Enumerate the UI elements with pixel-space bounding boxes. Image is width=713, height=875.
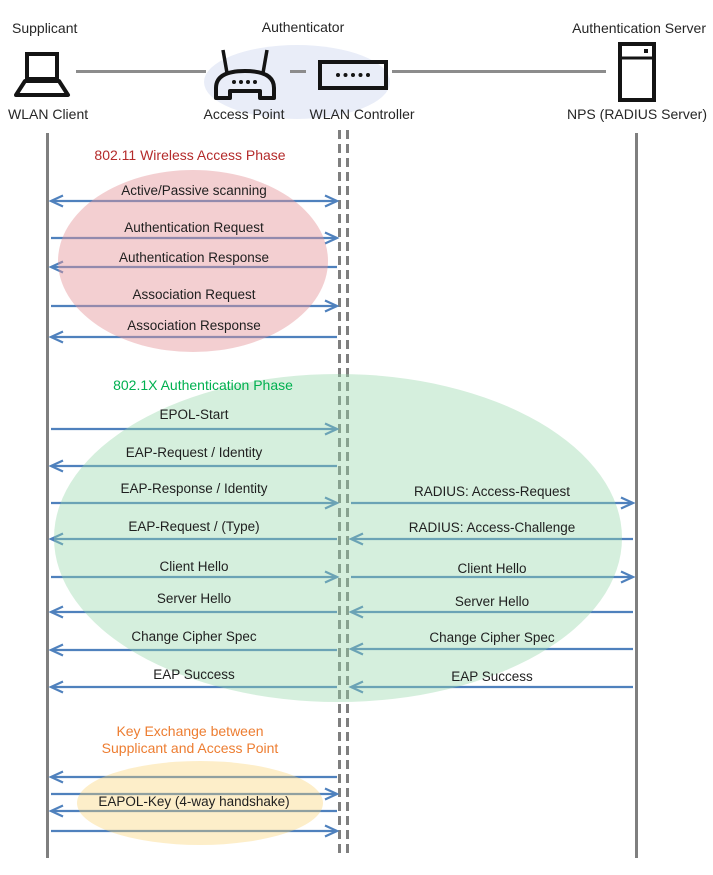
message-label: EAP Success — [451, 669, 533, 684]
arrowhead-left — [48, 605, 64, 619]
arrowhead-left — [348, 605, 364, 619]
message-label: Authentication Response — [118, 250, 270, 265]
message-label: EAP Success — [153, 667, 235, 682]
arrowhead-left — [48, 804, 64, 818]
server-icon — [618, 42, 656, 102]
device-label-nps: NPS (RADIUS Server) — [566, 106, 708, 122]
role-label-authentication-server: Authentication Server — [572, 20, 706, 36]
arrowhead-right — [324, 824, 340, 838]
arrowhead-left — [48, 643, 64, 657]
message-label: EAP-Request / (Type) — [128, 519, 260, 534]
message-label: RADIUS: Access-Request — [413, 484, 571, 499]
access-point-icon — [214, 49, 276, 100]
arrowhead-left — [48, 459, 64, 473]
message-label: EAPOL-Key (4-way handshake) — [98, 794, 290, 809]
arrowhead-right — [324, 496, 340, 510]
message-label: Active/Passive scanning — [121, 183, 267, 198]
message-label: Client Hello — [457, 561, 527, 576]
device-label-access-point: Access Point — [203, 106, 285, 122]
message-label: Association Request — [132, 287, 256, 302]
role-label-supplicant: Supplicant — [12, 20, 78, 36]
lifeline-nps — [635, 133, 638, 858]
lifeline-access-point — [338, 130, 341, 853]
arrowhead-left — [348, 532, 364, 546]
arrowhead-left — [48, 194, 64, 208]
arrowhead-right — [324, 570, 340, 584]
message-label: EAP-Request / Identity — [125, 445, 263, 460]
arrowhead-left — [48, 770, 64, 784]
arrowhead-right — [324, 231, 340, 245]
device-label-wlan-controller: WLAN Controller — [309, 106, 415, 122]
arrowhead-left — [348, 680, 364, 694]
connector-ap-controller — [290, 70, 306, 73]
arrowhead-right — [324, 787, 340, 801]
message-label: Server Hello — [156, 591, 232, 606]
wlan-controller-icon — [318, 60, 388, 90]
arrowhead-right — [620, 496, 636, 510]
role-label-authenticator: Authenticator — [261, 19, 345, 35]
arrowhead-right — [324, 194, 340, 208]
arrowhead-left — [348, 642, 364, 656]
arrowhead-right — [620, 570, 636, 584]
connector-client-ap — [76, 70, 206, 73]
message-label: Server Hello — [454, 594, 530, 609]
arrowhead-right — [324, 422, 340, 436]
message-label: Change Cipher Spec — [131, 629, 257, 644]
connector-controller-server — [392, 70, 606, 73]
laptop-icon — [14, 52, 70, 97]
device-label-wlan-client: WLAN Client — [8, 106, 89, 122]
arrowhead-left — [48, 330, 64, 344]
arrowhead-right — [324, 299, 340, 313]
arrowhead-left — [48, 532, 64, 546]
phase-title-wireless-access: 802.11 Wireless Access Phase — [94, 147, 286, 163]
phase-title-key-exchange: Key Exchange between Supplicant and Acce… — [101, 723, 279, 756]
message-label: Authentication Request — [124, 220, 264, 235]
lifeline-wlan-client — [46, 133, 49, 858]
message-label: Client Hello — [159, 559, 229, 574]
phase-title-dot1x: 802.1X Authentication Phase — [113, 377, 293, 393]
message-label: EPOL-Start — [159, 407, 229, 422]
arrowhead-left — [48, 680, 64, 694]
message-label: Association Response — [127, 318, 261, 333]
message-label: RADIUS: Access-Challenge — [408, 520, 576, 535]
arrowhead-left — [48, 260, 64, 274]
lifeline-wlan-controller — [346, 130, 349, 853]
message-label: EAP-Response / Identity — [120, 481, 268, 496]
message-label: Change Cipher Spec — [429, 630, 555, 645]
